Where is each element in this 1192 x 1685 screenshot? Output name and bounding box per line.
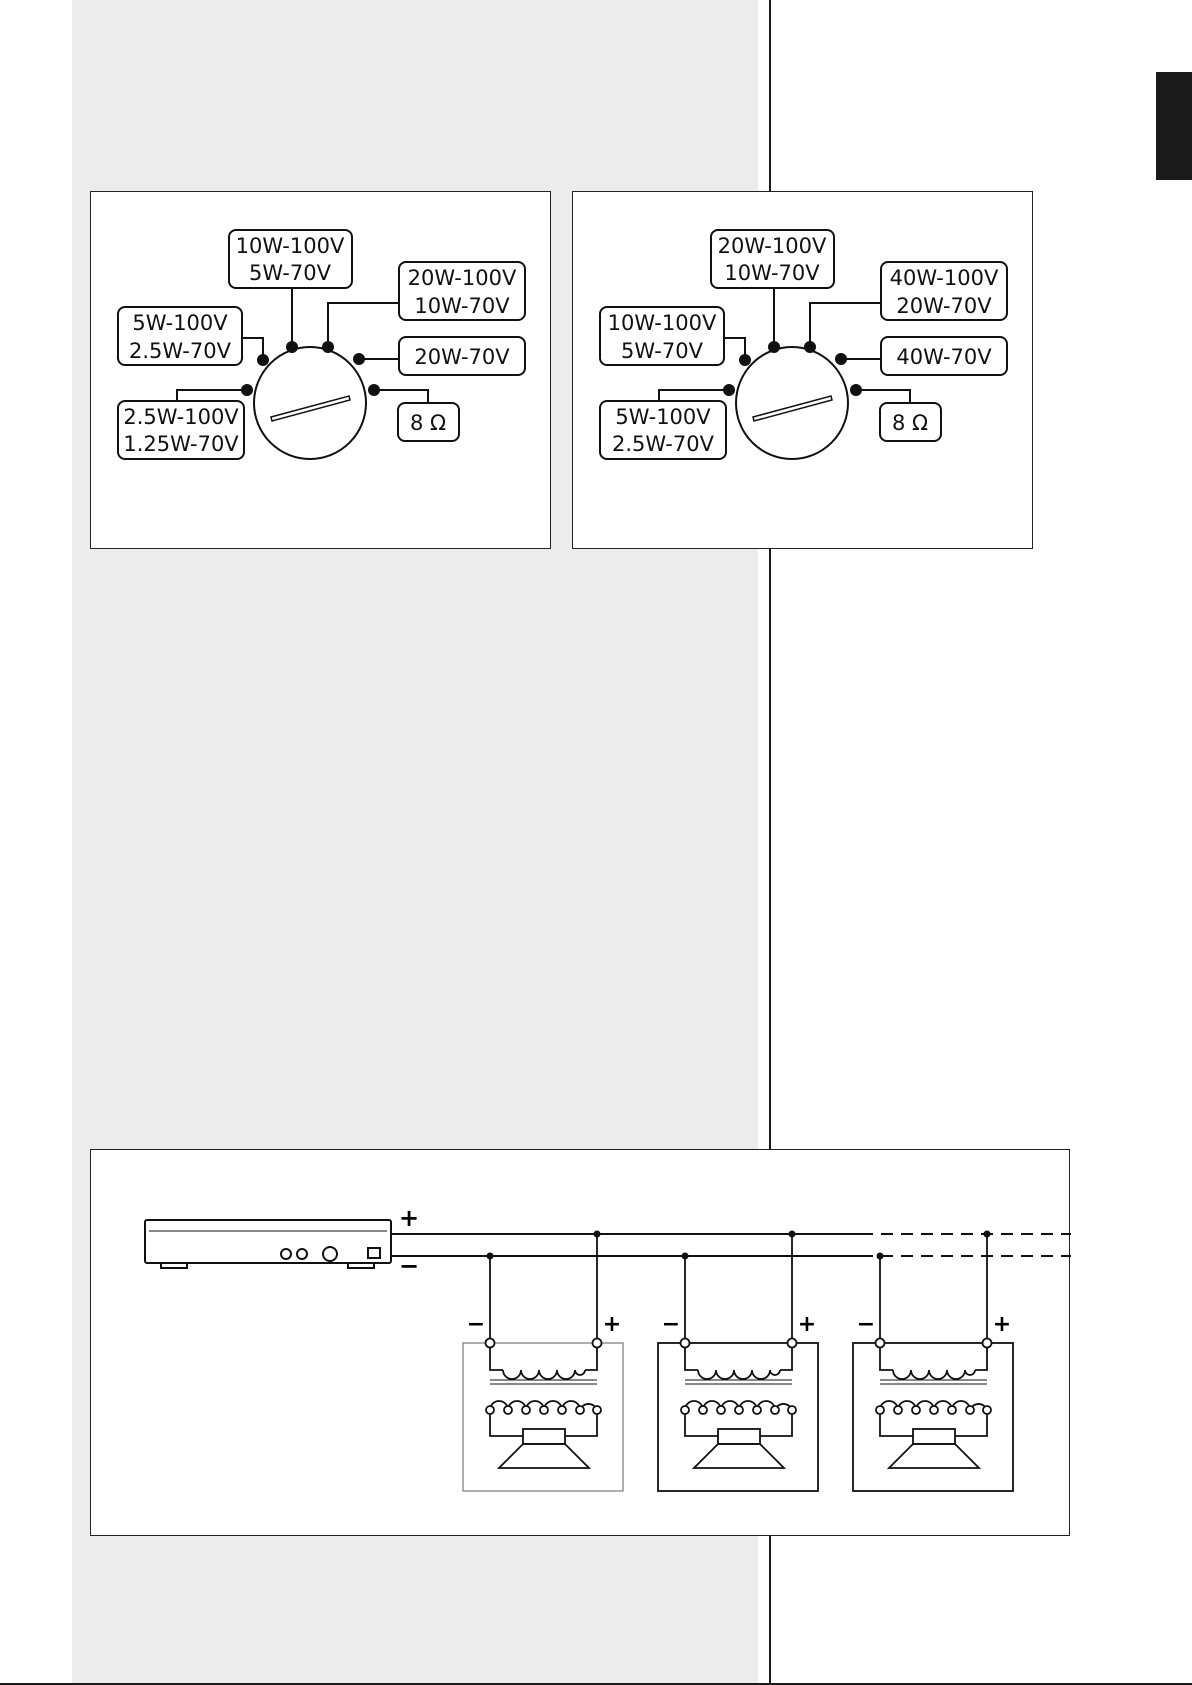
tap-contact — [804, 341, 816, 353]
label-upper-left-line1: 5W-100V — [132, 311, 228, 335]
terminal-minus — [486, 1339, 495, 1348]
tap-selector-panel-right: 20W-100V 10W-70V 40W-100V 20W-70V 40W-70… — [572, 191, 1033, 549]
terminal-minus — [876, 1339, 885, 1348]
primary-leads — [490, 1347, 597, 1370]
speaker-minus-label: − — [857, 1312, 875, 1337]
wiring-diagram-panel: + − − + — [90, 1149, 1070, 1536]
speaker-unit-1: − + — [463, 1231, 623, 1492]
rotary-switch-pointer — [271, 396, 350, 421]
speaker-minus-label: − — [467, 1312, 485, 1337]
tap-contact — [257, 354, 269, 366]
amp-minus-terminal-label: − — [399, 1252, 419, 1280]
label-top-line2: 10W-70V — [724, 261, 820, 285]
tap-contact — [353, 353, 365, 365]
speaker-magnet-icon — [913, 1429, 955, 1444]
speaker-feed-wires — [490, 1234, 597, 1343]
label-ohm: 8 Ω — [892, 411, 928, 435]
label-top-line2: 5W-70V — [249, 261, 332, 285]
transformer-primary-coil — [503, 1370, 585, 1379]
speaker-minus-label: − — [662, 1312, 680, 1337]
tap-selector-diagram-right: 20W-100V 10W-70V 40W-100V 20W-70V 40W-70… — [573, 192, 1034, 550]
label-upper-left-line2: 5W-70V — [621, 339, 704, 363]
lead-ohm — [374, 390, 428, 403]
speaker-plus-label: + — [993, 1312, 1011, 1337]
label-upper-right-line1: 40W-100V — [890, 266, 999, 290]
transformer-core — [490, 1380, 597, 1384]
tap-selector-panel-left: 10W-100V 5W-70V 20W-100V 10W-70V 20W-70V… — [90, 191, 551, 549]
terminal-plus — [788, 1339, 797, 1348]
transformer-primary-coil — [698, 1370, 780, 1379]
speaker-plus-label: + — [798, 1312, 816, 1337]
tap-contact — [739, 354, 751, 366]
tap-selector-diagram-left: 10W-100V 5W-70V 20W-100V 10W-70V 20W-70V… — [91, 192, 552, 550]
amplifier-knob-icon — [323, 1247, 337, 1261]
tap-contact — [241, 384, 253, 396]
label-upper-right-line2: 10W-70V — [414, 294, 510, 318]
speaker-cone-icon — [694, 1444, 784, 1468]
amplifier-foot — [348, 1263, 374, 1268]
label-upper-right-line1: 20W-100V — [408, 266, 517, 290]
amplifier-power-switch-icon — [368, 1248, 380, 1258]
lead-lower-left — [659, 390, 729, 401]
speaker-feed-wires — [685, 1234, 792, 1343]
label-top-line1: 20W-100V — [718, 234, 827, 258]
transformer-core — [685, 1380, 792, 1384]
language-tab-marker — [1156, 72, 1192, 180]
voice-coil-leads — [490, 1414, 597, 1436]
lead-upper-right — [810, 303, 881, 347]
lead-ohm — [856, 390, 910, 403]
tap-contact — [368, 384, 380, 396]
amplifier-led-icon — [281, 1249, 291, 1259]
tap-contact — [850, 384, 862, 396]
tap-contact — [723, 384, 735, 396]
voice-coil-leads — [685, 1414, 792, 1436]
terminal-minus — [681, 1339, 690, 1348]
tap-contact — [286, 341, 298, 353]
speaker-magnet-icon — [718, 1429, 760, 1444]
transformer-core — [880, 1380, 987, 1384]
label-right: 40W-70V — [896, 345, 992, 369]
label-lower-left-line1: 2.5W-100V — [123, 405, 239, 429]
tap-contact — [768, 341, 780, 353]
lead-upper-right — [328, 303, 399, 347]
speaker-feed-wires — [880, 1234, 987, 1343]
label-top-line1: 10W-100V — [236, 234, 345, 258]
rotary-switch-knob — [254, 347, 366, 459]
label-lower-left-line2: 2.5W-70V — [612, 432, 715, 456]
voice-coil-leads — [880, 1414, 987, 1436]
speaker-unit-3: − + — [853, 1231, 1013, 1492]
speaker-cone-icon — [499, 1444, 589, 1468]
label-lower-left-line2: 1.25W-70V — [123, 432, 239, 456]
label-upper-left-line1: 10W-100V — [608, 311, 717, 335]
tap-contact — [322, 341, 334, 353]
wiring-diagram: + − − + — [91, 1150, 1071, 1537]
transformer-primary-coil — [893, 1370, 975, 1379]
speaker-cone-icon — [889, 1444, 979, 1468]
speaker-unit-2: − + — [658, 1231, 818, 1492]
speaker-magnet-icon — [523, 1429, 565, 1444]
lead-lower-left — [177, 390, 247, 401]
primary-leads — [880, 1347, 987, 1370]
label-upper-left-line2: 2.5W-70V — [129, 339, 232, 363]
rotary-switch-knob — [736, 347, 848, 459]
amplifier-led-icon — [297, 1249, 307, 1259]
speaker-plus-label: + — [603, 1312, 621, 1337]
label-right: 20W-70V — [414, 345, 510, 369]
label-lower-left-line1: 5W-100V — [615, 405, 711, 429]
amplifier-foot — [161, 1263, 187, 1268]
terminal-plus — [593, 1339, 602, 1348]
terminal-plus — [983, 1339, 992, 1348]
tap-contact — [835, 353, 847, 365]
amplifier-unit — [145, 1220, 391, 1263]
label-ohm: 8 Ω — [410, 411, 446, 435]
rotary-switch-pointer — [753, 396, 832, 421]
label-upper-right-line2: 20W-70V — [896, 294, 992, 318]
primary-leads — [685, 1347, 792, 1370]
amp-plus-terminal-label: + — [399, 1204, 419, 1232]
